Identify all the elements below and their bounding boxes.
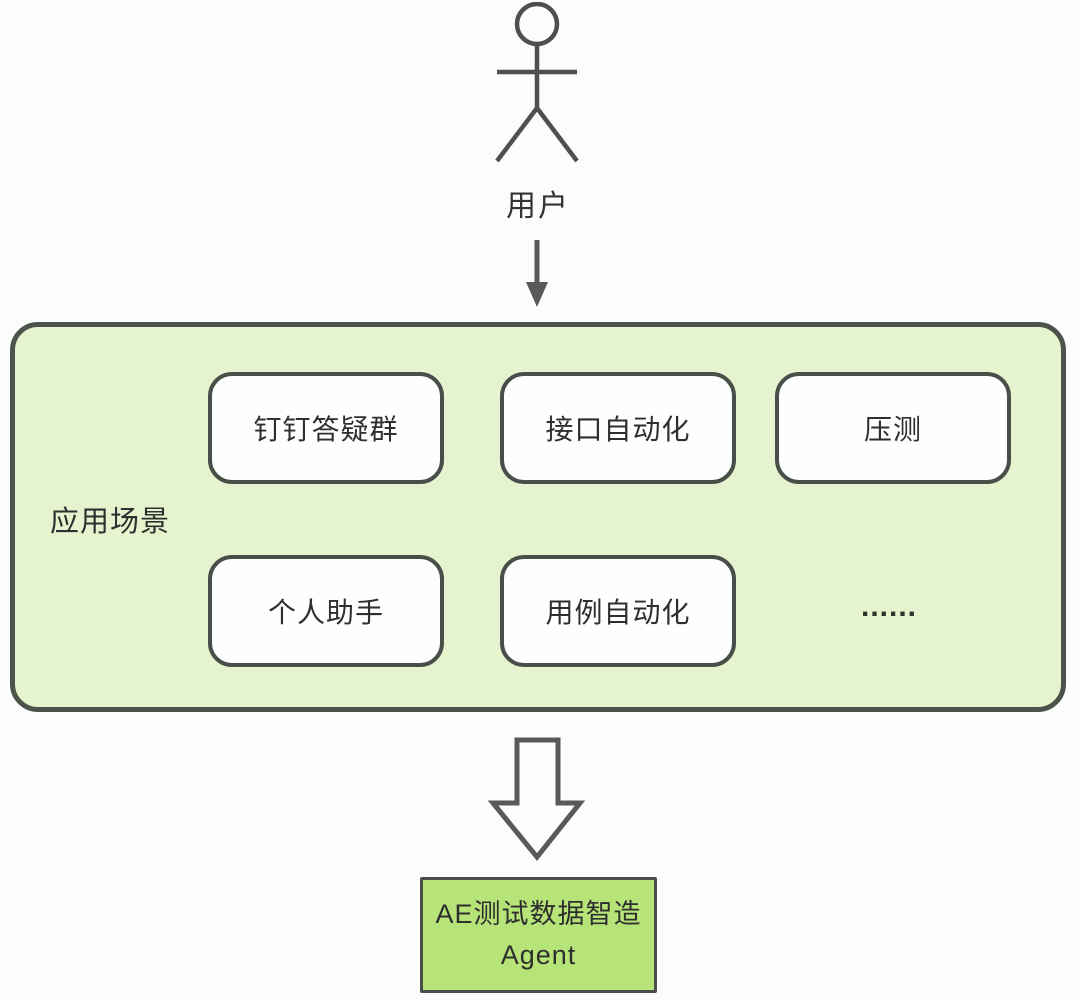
scenario-box-api-automation: 接口自动化 [500,372,736,484]
agent-box: AE测试数据智造 Agent [420,877,657,993]
scenario-box-label: 钉钉答疑群 [253,414,399,445]
scenario-box-label: 接口自动化 [545,414,691,445]
scenario-box-testcase-automation: 用例自动化 [500,555,736,667]
agent-box-line2: Agent [500,940,577,970]
scenario-box-label: 用例自动化 [545,597,691,628]
scenarios-label: 应用场景 [50,506,171,538]
more-scenarios-ellipsis: ...... [860,590,917,623]
scenario-box-dingtalk-qa-group: 钉钉答疑群 [208,372,444,484]
actor-label: 用户 [506,190,570,223]
scenario-box-label: 个人助手 [267,597,384,628]
down-arrow-icon [526,240,548,307]
scenario-box-personal-assistant: 个人助手 [208,555,444,667]
user-stick-figure-icon [495,2,579,163]
scenario-box-label: 压测 [863,414,922,445]
agent-box-line1: AE测试数据智造 [435,899,642,929]
scenario-box-stress-test: 压测 [775,372,1011,484]
block-down-arrow-icon [488,737,586,861]
scenarios-container: 应用场景 钉钉答疑群 接口自动化 压测 个人助手 用例自动化 ...... [10,322,1066,712]
